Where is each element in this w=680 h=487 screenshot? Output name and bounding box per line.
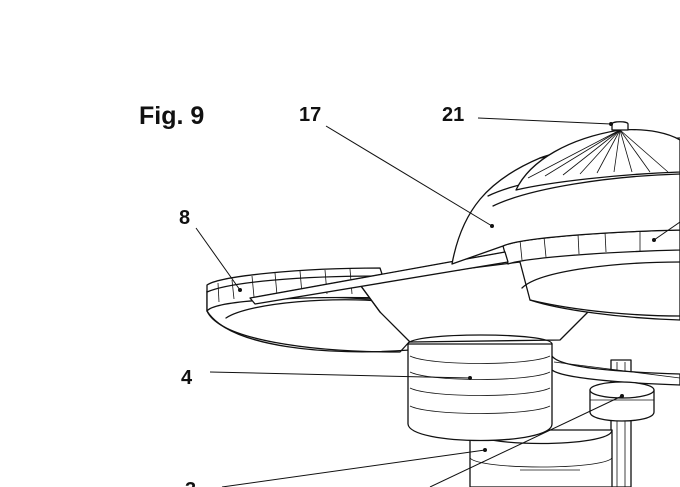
dome-17 xyxy=(451,121,680,265)
leader-21 xyxy=(477,117,612,125)
figure-title: Fig. 9 xyxy=(139,102,204,130)
leader-dot-bearing xyxy=(620,394,624,398)
leader-8 xyxy=(195,227,241,291)
bearing-collar xyxy=(589,381,655,422)
leader-dot-right-rim xyxy=(652,238,656,242)
lower-ring-housing xyxy=(551,355,680,386)
ref-3: 3 xyxy=(185,479,196,487)
ref-17: 17 xyxy=(299,104,321,126)
leader-dot-4 xyxy=(468,376,472,380)
leader-dot-21 xyxy=(609,122,613,126)
leader-right-rim xyxy=(653,221,680,241)
leader-dot-17 xyxy=(490,224,494,228)
leader-bearing xyxy=(429,395,623,487)
leader-17 xyxy=(325,125,493,227)
leader-dot-3 xyxy=(483,448,487,452)
ref-21: 21 xyxy=(442,104,464,126)
leader-3 xyxy=(221,449,486,487)
hub-4 xyxy=(407,334,553,442)
leader-lines xyxy=(195,117,680,487)
ref-8: 8 xyxy=(179,207,190,229)
ref-4: 4 xyxy=(181,367,193,389)
leader-4 xyxy=(209,371,471,379)
leader-dot-8 xyxy=(238,288,242,292)
